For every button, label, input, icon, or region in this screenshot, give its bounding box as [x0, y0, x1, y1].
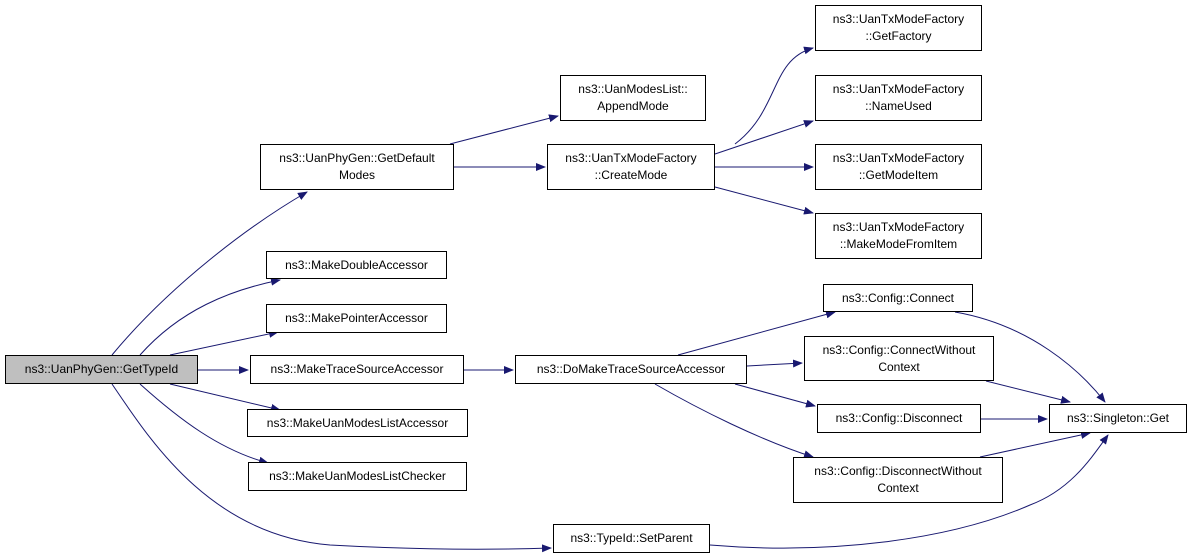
node-config-disconnect[interactable]: ns3::Config::Disconnect	[817, 404, 981, 433]
node-label-line: ns3::Config::Disconnect	[835, 411, 963, 425]
node-label-line: ns3::Config::DisconnectWithout	[814, 464, 982, 478]
node-label-line: ns3::UanTxModeFactory	[832, 151, 965, 165]
node-label-line: ns3::UanTxModeFactory	[565, 151, 697, 165]
node-label-line: ::GetFactory	[865, 29, 932, 43]
node-label-line: ns3::Config::Connect	[841, 290, 955, 305]
edge-connect-singletonget	[954, 311, 1106, 403]
node-makeuanmodeslistchecker[interactable]: ns3::MakeUanModesListChecker	[248, 462, 467, 491]
node-uantxmodefactory-nameused[interactable]: ns3::UanTxModeFactory::NameUsed	[815, 75, 982, 121]
node-label-line: ns3::MakeUanModesListChecker	[269, 469, 446, 483]
edge-gettypeid-makepointeraccessor	[169, 329, 279, 356]
node-uantxmodefactory-createmode[interactable]: ns3::UanTxModeFactory::CreateMode	[547, 144, 715, 190]
node-singleton-get[interactable]: ns3::Singleton::Get	[1049, 404, 1187, 433]
node-typeid-setparent[interactable]: ns3::TypeId::SetParent	[553, 524, 710, 553]
node-label-line: ::CreateMode	[594, 168, 668, 182]
node-label-line: ns3::UanModesList::	[578, 82, 688, 96]
node-uantxmodefactory-getmodeitem[interactable]: ns3::UanTxModeFactory::GetModeItem	[815, 144, 982, 190]
edge-domake-connect	[677, 310, 836, 356]
node-label-line: ns3::DoMakeTraceSourceAccessor	[536, 362, 726, 376]
edge-gettypeid-setparent	[111, 383, 552, 553]
node-makedoubleaccessor[interactable]: ns3::MakeDoubleAccessor	[266, 251, 447, 279]
node-uanphygen-gettypeid: ns3::UanPhyGen::GetTypeId	[5, 355, 198, 384]
node-config-connect[interactable]: ns3::Config::Connect	[823, 284, 973, 312]
edge-domake-disconnect	[734, 383, 816, 408]
node-label-line: Modes	[338, 168, 376, 182]
edge-gettypeid-getdefaultmodes	[111, 191, 308, 356]
node-label-line: ns3::TypeId::SetParent	[570, 531, 693, 545]
edge-getdefaultmodes-appendmode	[449, 114, 559, 145]
node-label-line: ::GetModeItem	[858, 168, 939, 182]
node-label-line: Context	[878, 359, 920, 374]
edge-domake-connectwithoutcontext	[746, 359, 803, 368]
edge-createmode-getfactory	[734, 46, 814, 145]
edge-createmode-nameused	[714, 120, 814, 155]
node-label-line: ::NameUsed	[865, 99, 932, 113]
node-label-line: ns3::MakeTraceSourceAccessor	[270, 362, 444, 376]
node-uantxmodefactory-makemodefromitem[interactable]: ns3::UanTxModeFactory::MakeModeFromItem	[815, 213, 982, 259]
node-label-line: ns3::Config::ConnectWithout	[822, 342, 976, 357]
node-label-line: ns3::UanPhyGen::GetTypeId	[24, 362, 179, 376]
node-label-line: ns3::UanTxModeFactory	[832, 82, 965, 96]
edge-gettypeid-makeuanmodeslistaccessor	[169, 383, 281, 412]
node-label-line: ns3::MakePointerAccessor	[285, 311, 428, 325]
node-label-line: ns3::UanPhyGen::GetDefault	[279, 151, 435, 165]
node-makeuanmodeslistaccessor[interactable]: ns3::MakeUanModesListAccessor	[247, 409, 468, 437]
node-label-line: ns3::MakeUanModesListAccessor	[266, 415, 449, 430]
node-label-line: AppendMode	[597, 99, 669, 113]
node-uanmodeslist-appendmode[interactable]: ns3::UanModesList::AppendMode	[560, 75, 706, 121]
node-label-line: ns3::Singleton::Get	[1066, 411, 1170, 425]
edge-disconnectwithoutcontext-singletonget	[979, 431, 1091, 458]
node-label-line: Context	[877, 481, 919, 495]
node-uantxmodefactory-getfactory[interactable]: ns3::UanTxModeFactory::GetFactory	[815, 5, 982, 51]
node-maketracesourceaccessor[interactable]: ns3::MakeTraceSourceAccessor	[250, 355, 464, 384]
node-label-line: ::MakeModeFromItem	[839, 237, 958, 251]
edge-createmode-makemodefromitem	[714, 186, 814, 215]
edge-gettypeid-makeuanmodeslistchecker	[139, 383, 269, 465]
edge-gettypeid-makedoubleaccessor	[139, 277, 281, 356]
node-label-line: ns3::UanTxModeFactory	[832, 220, 965, 234]
node-makepointeraccessor[interactable]: ns3::MakePointerAccessor	[266, 304, 447, 333]
edge-domake-disconnectwithoutcontext	[654, 383, 814, 459]
edge-connectwithoutcontext-singletonget	[985, 380, 1071, 404]
edge-setparent-singletonget	[709, 434, 1109, 549]
node-label-line: ns3::UanTxModeFactory	[832, 12, 965, 26]
node-domaketracesourceaccessor[interactable]: ns3::DoMakeTraceSourceAccessor	[515, 355, 747, 384]
node-label-line: ns3::MakeDoubleAccessor	[285, 257, 428, 272]
